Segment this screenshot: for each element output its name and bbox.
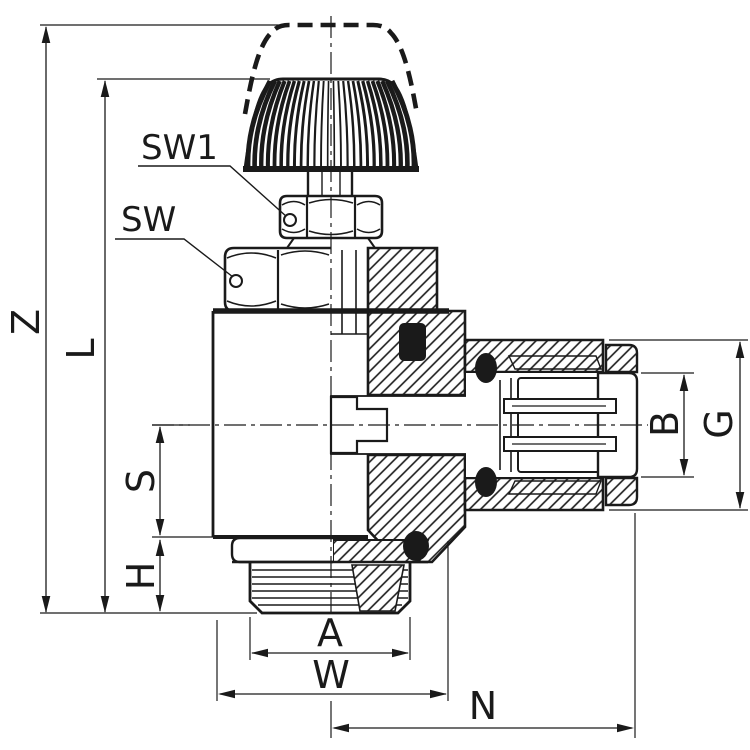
dim-h: H: [119, 539, 165, 612]
dim-label-g: G: [697, 409, 741, 438]
o-ring-body-bottom: [403, 531, 429, 561]
knob-ribs: [245, 79, 417, 168]
body-wall-upper: [366, 246, 467, 397]
dim-g: G: [609, 339, 748, 511]
label-sw: SW: [121, 200, 176, 240]
collar: [230, 536, 333, 564]
dim-label-h: H: [119, 562, 163, 591]
dim-label-l: L: [59, 338, 103, 359]
internal-bore: [331, 250, 368, 335]
label-sw1: SW1: [141, 128, 218, 168]
dim-n: N: [330, 513, 636, 738]
dim-w: W: [216, 541, 449, 701]
o-ring-fitting-top: [475, 353, 497, 383]
dim-label-s: S: [119, 469, 163, 493]
fitting-flange-top: [604, 343, 639, 374]
leader-sw: SW: [115, 200, 243, 288]
hexnut-sw: [223, 246, 331, 313]
collet-teeth-top: [507, 355, 603, 370]
o-ring-body-top: [399, 323, 426, 361]
body-section-hatch: [332, 246, 467, 564]
dim-a: A: [249, 611, 411, 660]
dim-label-z: Z: [4, 309, 48, 335]
dim-z: Z: [4, 24, 284, 614]
dim-label-n: N: [469, 684, 497, 728]
threaded-stud: [248, 562, 412, 615]
dim-label-a: A: [317, 611, 343, 655]
leader-sw1: SW1: [138, 128, 297, 227]
dim-b: B: [641, 372, 694, 478]
dim-label-w: W: [312, 653, 350, 697]
knob-stem: [306, 169, 354, 196]
o-ring-fitting-bottom: [475, 467, 497, 497]
dim-label-b: B: [643, 411, 687, 437]
body-wall-lower: [366, 453, 467, 564]
fitting-flange-bottom: [604, 476, 639, 507]
dim-l: L: [59, 78, 270, 613]
dim-s: S: [119, 424, 216, 538]
stud-section-hatch: [351, 564, 405, 612]
collet-teeth-bottom: [507, 480, 603, 495]
